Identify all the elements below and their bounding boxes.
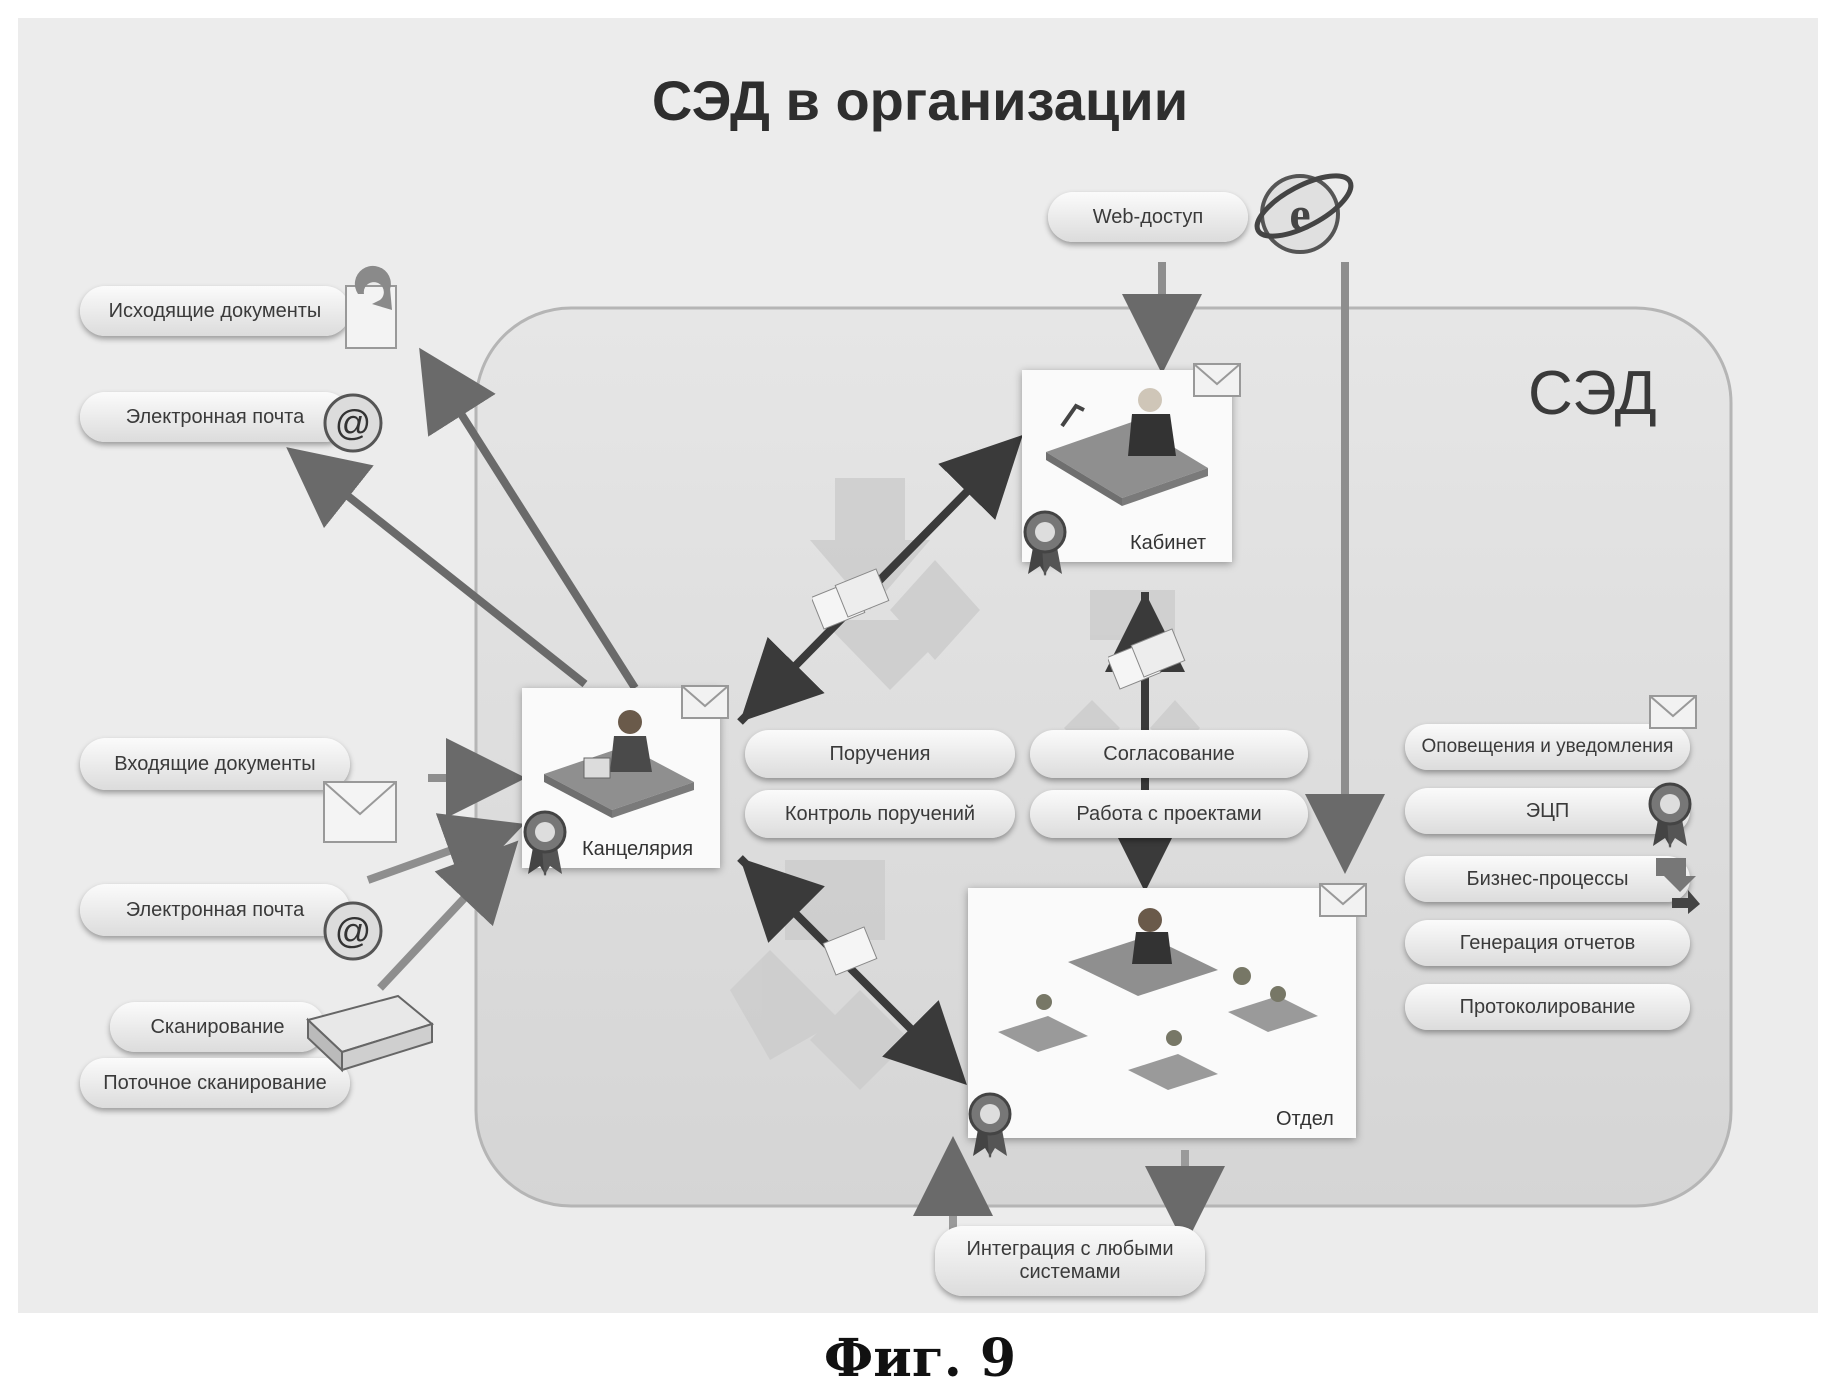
assignments-pill: Поручения <box>745 730 1015 778</box>
svg-text:@: @ <box>335 910 372 951</box>
document-stack-icon <box>822 918 892 976</box>
office-envelope-icon <box>680 680 730 722</box>
feature-notifications-pill: Оповещения и уведомления <box>1405 724 1690 770</box>
scanner-icon <box>298 990 438 1080</box>
arrow-to-outgoing-docs <box>419 347 639 691</box>
department-seal-icon <box>965 1090 1015 1160</box>
feature-logging-pill: Протоколирование <box>1405 984 1690 1030</box>
email-at-icon: @ <box>322 392 384 454</box>
office-seal-icon <box>520 808 570 878</box>
feature-business-processes-pill: Бизнес-процессы <box>1405 856 1690 902</box>
office-label: Канцелярия <box>582 838 694 860</box>
svg-text:e: e <box>1289 188 1310 241</box>
digital-signature-seal-icon <box>1645 780 1695 850</box>
email-in-at-icon: @ <box>322 900 384 962</box>
department-label: Отдел <box>1276 1108 1334 1130</box>
assignment-control-pill: Контроль поручений <box>745 790 1015 838</box>
browser-globe-icon: e <box>1248 150 1358 270</box>
outgoing-arrows <box>286 347 639 691</box>
feature-digital-signature-pill: ЭЦП <box>1405 788 1690 834</box>
integration-pill: Интеграция с любыми системами <box>935 1226 1205 1296</box>
document-stack-icon <box>810 568 892 630</box>
cabinet-desk-illustration <box>1032 386 1222 516</box>
page-title: СЭД в организации <box>651 69 1189 132</box>
email-in-pill: Электронная почта <box>80 884 350 936</box>
projects-pill: Работа с проектами <box>1030 790 1308 838</box>
approval-pill: Согласование <box>1030 730 1308 778</box>
office-desk-illustration <box>534 706 704 826</box>
incoming-arrows <box>366 738 526 991</box>
email-out-pill: Электронная почта <box>80 392 350 442</box>
incoming-documents-pill: Входящие документы <box>80 738 350 790</box>
business-process-icon <box>1652 852 1702 914</box>
svg-text:@: @ <box>335 402 372 443</box>
outgoing-document-icon <box>340 258 402 353</box>
document-stack-icon <box>1106 628 1188 690</box>
incoming-envelope-icon <box>318 756 403 851</box>
notification-envelope-icon <box>1648 690 1698 732</box>
scanning-pill: Сканирование <box>110 1002 325 1052</box>
cabinet-envelope-icon <box>1192 358 1242 400</box>
integration-arrows <box>913 1136 1225 1246</box>
system-label: СЭД <box>1528 359 1657 428</box>
department-envelope-icon <box>1318 878 1368 920</box>
web-access-pill: Web-доступ <box>1048 192 1248 242</box>
cabinet-seal-icon <box>1020 508 1070 578</box>
arrow-to-email-out <box>286 447 588 688</box>
cabinet-label: Кабинет <box>1130 532 1207 554</box>
department-panel: Отдел <box>968 888 1356 1138</box>
arrow-from-scanning <box>377 840 519 991</box>
outgoing-documents-pill: Исходящие документы <box>80 286 350 336</box>
department-illustration <box>988 902 1338 1102</box>
web-access-arrows <box>1122 262 1385 874</box>
feature-report-generation-pill: Генерация отчетов <box>1405 920 1690 966</box>
stream-scanning-pill: Поточное сканирование <box>80 1058 350 1108</box>
figure-caption: Фиг. 9 <box>823 1328 1017 1389</box>
